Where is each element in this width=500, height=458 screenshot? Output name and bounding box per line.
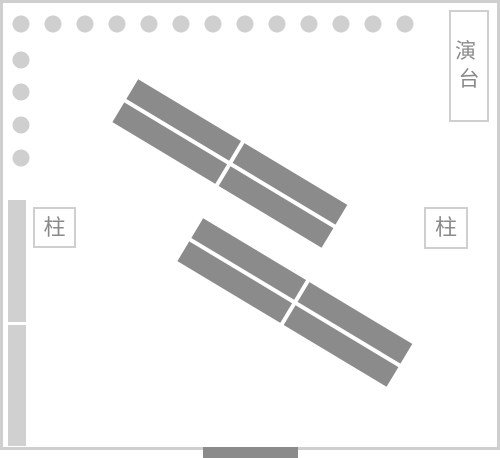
right-pillar-label: 柱 [435,216,457,241]
wall-panel-upper [8,200,26,322]
stage-podium: 演 台 [449,10,489,122]
chair-dot [172,15,190,33]
chair-dot [140,15,158,33]
stage-label-char-1: 演 [455,39,476,63]
chair-dot [12,15,30,33]
chair-dot [396,15,414,33]
chair-dot [300,15,318,33]
table-group-upper [112,79,348,248]
left-pillar: 柱 [33,207,76,248]
chair-dot [332,15,350,33]
table-bottom-left [177,241,293,323]
table-bottom-left [112,102,228,184]
table-bottom-right [218,166,334,248]
chair-dot [12,51,30,69]
left-pillar-label: 柱 [43,216,65,241]
top-chair-row [12,15,414,33]
chair-dot [12,83,30,101]
right-pillar: 柱 [424,207,468,249]
table-group-lower [177,218,413,387]
left-pillar-box [33,207,76,248]
chair-dot [108,15,126,33]
stage-box [449,10,489,122]
table-top-left [126,79,242,161]
chair-dot [44,15,62,33]
stage-label: 演 台 [455,39,483,91]
table-bottom-right [283,305,399,387]
chair-dot [268,15,286,33]
chair-dot [76,15,94,33]
entrance-door [203,447,298,458]
chair-dot [364,15,382,33]
stage-label-char-2: 台 [459,67,480,91]
left-wall-panels [8,200,26,446]
chair-dot [12,116,30,134]
wall-panel-lower [8,325,26,446]
table-top-left [191,218,307,300]
chair-dot [12,149,30,167]
left-chair-column [12,51,30,167]
table-top-right [297,282,413,364]
chair-dot [204,15,222,33]
right-pillar-box [424,207,468,249]
table-top-right [232,143,348,225]
chair-dot [236,15,254,33]
